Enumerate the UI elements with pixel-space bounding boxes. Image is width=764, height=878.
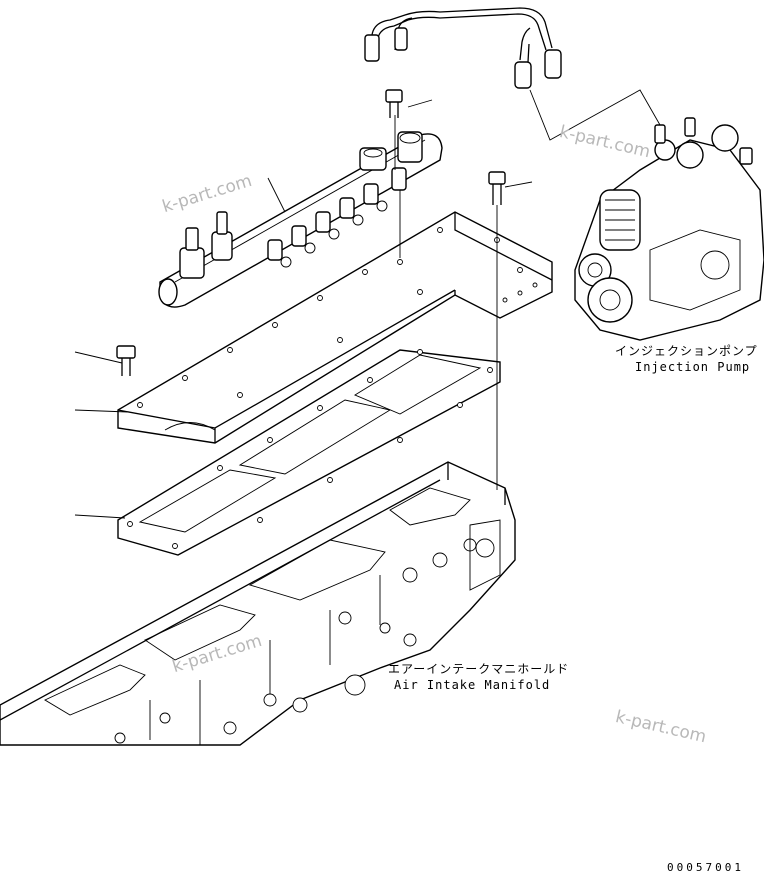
leader-lines — [74, 89, 661, 519]
cover-plate — [117, 211, 553, 444]
engine-block — [0, 461, 516, 746]
air-intake-label-jp: エアーインテークマニホールド — [388, 662, 570, 676]
bolt-rail — [385, 89, 403, 118]
air-intake-label-en: Air Intake Manifold — [394, 678, 551, 692]
bolts — [116, 89, 506, 376]
injection-pump-label-jp: インジェクションポンプ — [615, 344, 758, 358]
bolt-cover-top — [488, 171, 506, 205]
drawing-number: 00057001 — [667, 861, 744, 874]
fuel-pipes — [364, 7, 562, 89]
gasket — [117, 349, 501, 556]
gasket-bolt-holes — [127, 349, 493, 549]
bolt-cover-left — [116, 345, 136, 376]
rail-outlets — [267, 183, 388, 268]
fuel-rail — [158, 131, 443, 308]
injection-pump — [574, 117, 764, 341]
cover-bolt-holes — [137, 227, 538, 408]
injection-pump-label-en: Injection Pump — [635, 360, 751, 374]
